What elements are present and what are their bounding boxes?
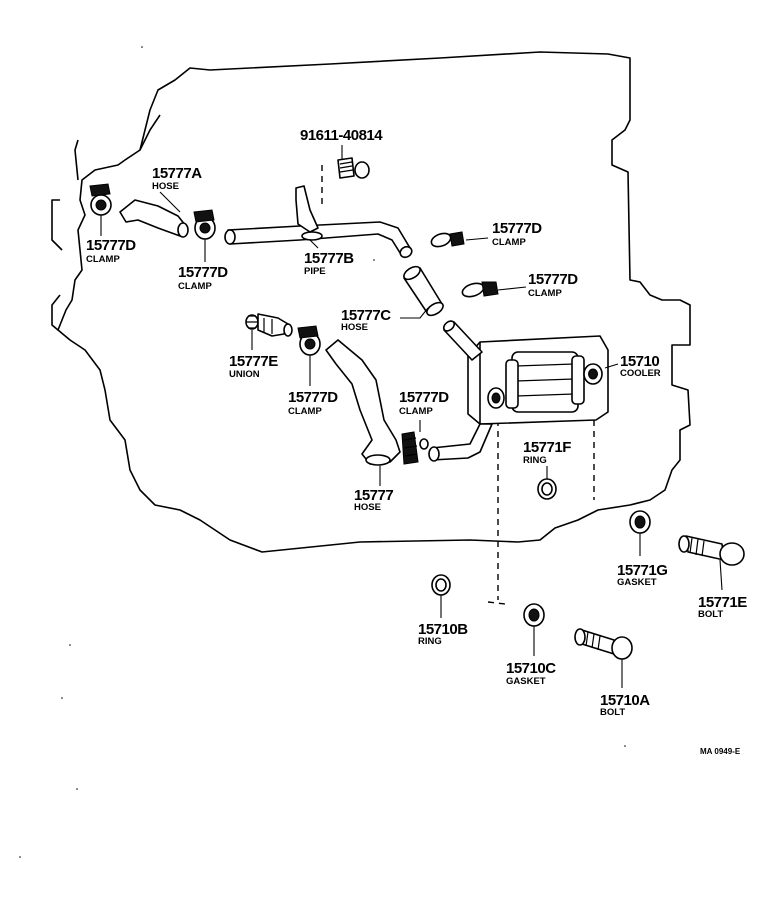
callout-15710c: 15710C GASKET [506, 660, 557, 687]
part-number: 15777A [152, 165, 202, 182]
part-name: RING [418, 636, 442, 647]
hose-15777c [403, 265, 444, 317]
callout-15777d-e: 15777D CLAMP [288, 389, 339, 417]
callout-15710b: 15710B RING [418, 621, 469, 647]
part-name: UNION [229, 369, 260, 380]
union-15777e [245, 313, 293, 337]
hose-15777a [119, 199, 189, 238]
engine-block-outline [51, 51, 691, 553]
part-name: PIPE [304, 266, 326, 277]
part-name: BOLT [600, 707, 625, 718]
bolt-91611 [337, 157, 370, 179]
part-number: 15777B [304, 250, 354, 267]
callout-15771f: 15771F RING [523, 439, 572, 466]
part-number: 91611-40814 [300, 127, 383, 144]
callout-15777b: 15777B PIPE [304, 250, 355, 277]
hose-15777 [325, 339, 401, 466]
pipe-15777b [224, 185, 413, 259]
part-number: 15777 [354, 487, 393, 504]
part-number: 15710 [620, 353, 659, 370]
clamp-2 [193, 209, 216, 240]
part-name: RING [523, 455, 547, 466]
part-name: BOLT [698, 609, 723, 620]
part-name: HOSE [152, 181, 179, 192]
callout-15771g: 15771G GASKET [617, 562, 668, 588]
callout-15777c: 15777C HOSE [341, 307, 392, 333]
part-number: 15710C [506, 660, 556, 677]
part-number: 15777E [229, 353, 278, 370]
callout-15777: 15777 HOSE [354, 487, 394, 513]
part-number: 15777D [86, 237, 136, 254]
part-name: HOSE [354, 502, 381, 513]
callout-15777d-b: 15777D CLAMP [178, 264, 229, 292]
clamp-4 [461, 281, 499, 298]
part-number: 15771F [523, 439, 571, 456]
clamp-1 [89, 183, 112, 216]
part-name: CLAMP [178, 281, 212, 292]
part-number: 15777D [178, 264, 228, 281]
clamp-5 [297, 325, 321, 356]
part-name: COOLER [620, 368, 661, 379]
part-number: 15777C [341, 307, 391, 324]
callout-15710a: 15710A BOLT [600, 692, 651, 718]
part-name: GASKET [617, 577, 657, 588]
part-name: HOSE [341, 322, 368, 333]
gasket-15710c [523, 603, 545, 627]
part-name: CLAMP [528, 288, 562, 299]
part-name: CLAMP [288, 406, 322, 417]
ring-15710b [431, 574, 451, 596]
callout-91611-40814: 91611-40814 [300, 127, 384, 144]
part-number: 15777D [492, 220, 542, 237]
callout-15710: 15710 COOLER [620, 353, 661, 379]
ring-15771f [537, 478, 557, 500]
scan-specks [19, 46, 626, 858]
leader-lines [100, 145, 723, 688]
part-number: 15777D [528, 271, 578, 288]
callout-15777d-a: 15777D CLAMP [86, 237, 137, 265]
part-name: CLAMP [492, 237, 526, 248]
bolt-15710a [574, 628, 633, 660]
oil-cooler [442, 320, 609, 425]
cooler-outlet-pipe [428, 423, 493, 462]
callout-15777d-f: 15777D CLAMP [399, 389, 450, 417]
bolt-15771e [678, 535, 745, 566]
part-number: 15771E [698, 594, 747, 611]
callout-15777e: 15777E UNION [229, 353, 279, 380]
figure-code: MA 0949-E [700, 747, 741, 756]
callout-15777d-c: 15777D CLAMP [492, 220, 543, 248]
part-name: GASKET [506, 676, 546, 687]
clamp-6 [401, 431, 429, 465]
part-name: CLAMP [86, 254, 120, 265]
part-number: 15710A [600, 692, 650, 709]
dashed-alignment-lines [321, 165, 595, 605]
part-number: 15710B [418, 621, 468, 638]
part-name: CLAMP [399, 406, 433, 417]
callout-15777a: 15777A HOSE [152, 165, 203, 192]
gasket-15771g [629, 510, 651, 534]
part-number: 15777D [288, 389, 338, 406]
callout-15777d-d: 15777D CLAMP [528, 271, 579, 299]
part-number: 15771G [617, 562, 667, 579]
callout-15771e: 15771E BOLT [698, 594, 748, 620]
part-number: 15777D [399, 389, 449, 406]
clamp-3 [430, 231, 465, 248]
